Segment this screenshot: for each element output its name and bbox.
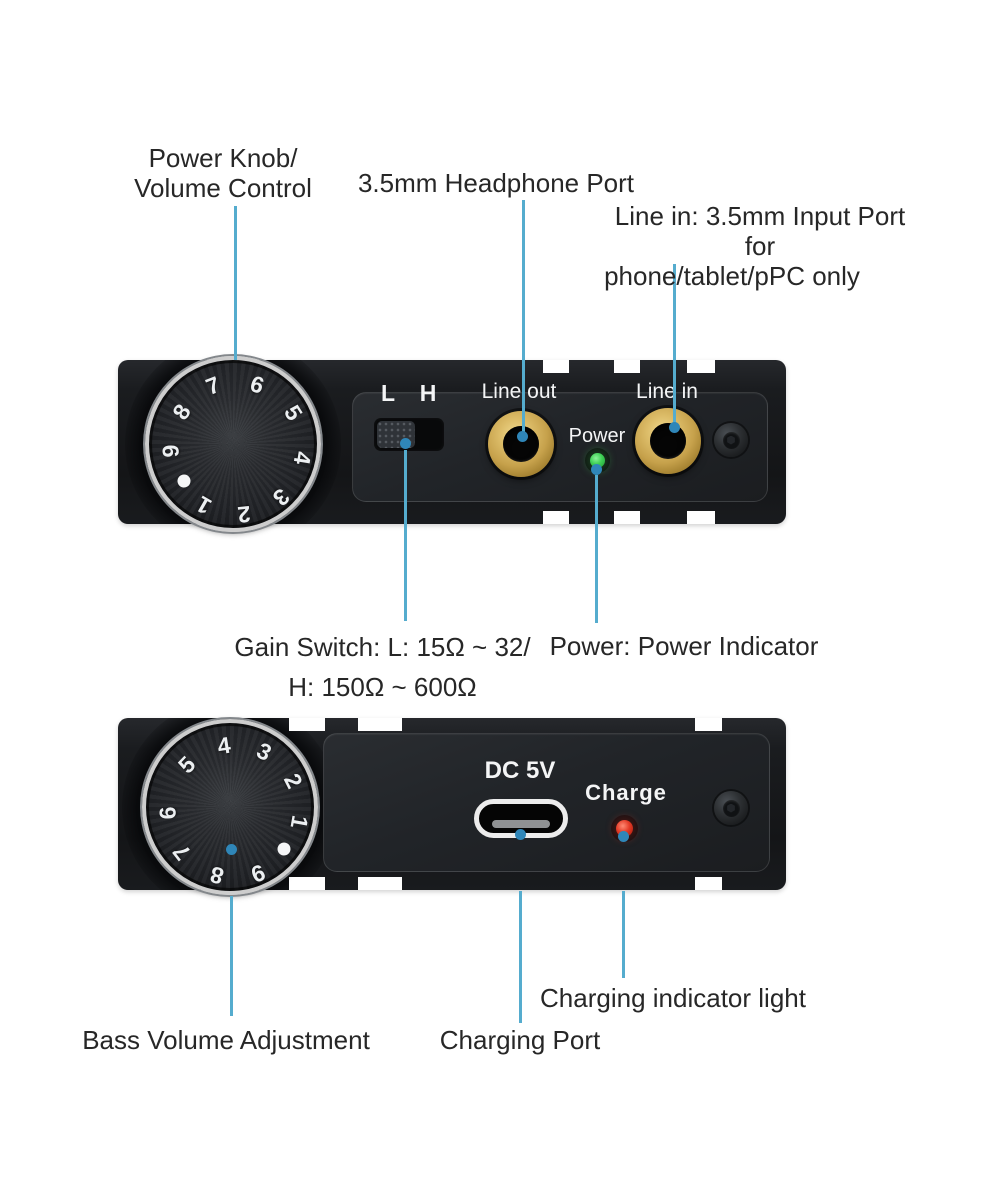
chassis-notch — [687, 511, 715, 524]
knob-number-6: 6 — [154, 806, 181, 821]
label-gain-switch-line1: Gain Switch: L: 15Ω ~ 32/ — [234, 632, 531, 662]
label-charging-port: Charging Port — [439, 1025, 601, 1055]
label-power-knob: Power Knob/ Volume Control — [88, 143, 358, 203]
annotation-line-line-in — [673, 264, 676, 426]
knob-number-1: 1 — [285, 813, 314, 832]
annotation-dot-line-in — [669, 422, 680, 433]
usb-c-tongue — [492, 820, 550, 828]
knob-number-4: 4 — [288, 450, 317, 467]
annotation-line-power-knob — [234, 206, 237, 360]
chassis-notch — [289, 877, 325, 890]
chassis-notch — [614, 511, 640, 524]
knob-number-7: 7 — [202, 371, 224, 401]
chassis-notch — [543, 511, 569, 524]
knob-number-9: 9 — [247, 858, 269, 888]
label-gain-switch: Gain Switch: L: 15Ω ~ 32/ H: 150Ω ~ 600Ω — [230, 627, 535, 707]
label-charging-indicator: Charging indicator light — [540, 983, 806, 1013]
annotation-dot-headphone-port — [517, 431, 528, 442]
line-in-label: Line in — [636, 380, 698, 403]
knob-number-1: 1 — [191, 491, 216, 521]
annotation-line-gain-switch — [404, 450, 407, 621]
chassis-notch — [614, 360, 640, 373]
line-in-jack — [635, 408, 701, 474]
knob-number-2: 2 — [236, 500, 252, 528]
screw — [714, 791, 748, 825]
annotation-dot-power-led — [591, 464, 602, 475]
dc-5v-label: DC 5V — [484, 757, 556, 784]
annotation-line-power-led — [595, 475, 598, 623]
knob-number-3: 3 — [252, 737, 276, 767]
knob-number-3: 3 — [268, 483, 295, 512]
annotation-dot-charging-port — [515, 829, 526, 840]
label-line-in: Line in: 3.5mm Input Port for phone/tabl… — [597, 201, 923, 291]
chassis-notch — [687, 360, 715, 373]
gain-low-label: L — [380, 380, 396, 406]
chassis-notch — [289, 718, 325, 731]
knob-number-8: 8 — [166, 399, 196, 425]
knob-number-8: 8 — [207, 861, 227, 890]
knob-number-2: 2 — [278, 769, 308, 793]
label-power-indicator: Power: Power Indicator — [549, 631, 819, 661]
chassis-notch — [695, 877, 722, 890]
knob-number-5: 5 — [278, 400, 308, 426]
label-bass-volume: Bass Volume Adjustment — [82, 1025, 370, 1055]
annotation-dot-bass-knob — [226, 844, 237, 855]
annotation-line-charge-led — [622, 891, 625, 978]
annotation-dot-charge-led — [618, 831, 629, 842]
chassis-notch — [543, 360, 569, 373]
chassis-notch — [695, 718, 722, 731]
label-headphone-port: 3.5mm Headphone Port — [357, 168, 635, 198]
knob-number-6: 6 — [247, 370, 268, 400]
knob-position-dot — [275, 839, 294, 859]
knob-number-9: 9 — [157, 444, 184, 459]
annotation-line-bass-knob — [230, 896, 233, 1016]
knob-number-5: 5 — [172, 751, 200, 779]
charge-label: Charge — [585, 780, 667, 805]
power-label: Power — [568, 425, 626, 447]
chassis-notch — [358, 877, 402, 890]
line-in-jack-hole — [650, 423, 686, 459]
knob-number-7: 7 — [167, 838, 196, 865]
label-line-in-line2: phone/tablet/pPC only — [604, 261, 860, 291]
knob-position-dot — [174, 472, 193, 491]
knob-number-4: 4 — [215, 731, 232, 760]
line-out-jack — [488, 411, 554, 477]
label-power-knob-line1: Power Knob/ — [148, 143, 298, 173]
line-out-label: Line out — [481, 380, 557, 403]
screw — [714, 423, 748, 457]
annotation-line-headphone-port — [522, 200, 525, 432]
chassis-notch — [358, 718, 402, 731]
label-power-knob-line2: Volume Control — [134, 173, 312, 203]
label-gain-switch-line2: H: 150Ω ~ 600Ω — [288, 672, 477, 702]
annotation-dot-gain-switch — [400, 438, 411, 449]
gain-high-label: H — [419, 380, 437, 406]
label-line-in-line1: Line in: 3.5mm Input Port for — [614, 201, 906, 261]
annotation-line-charging-port — [519, 891, 522, 1023]
